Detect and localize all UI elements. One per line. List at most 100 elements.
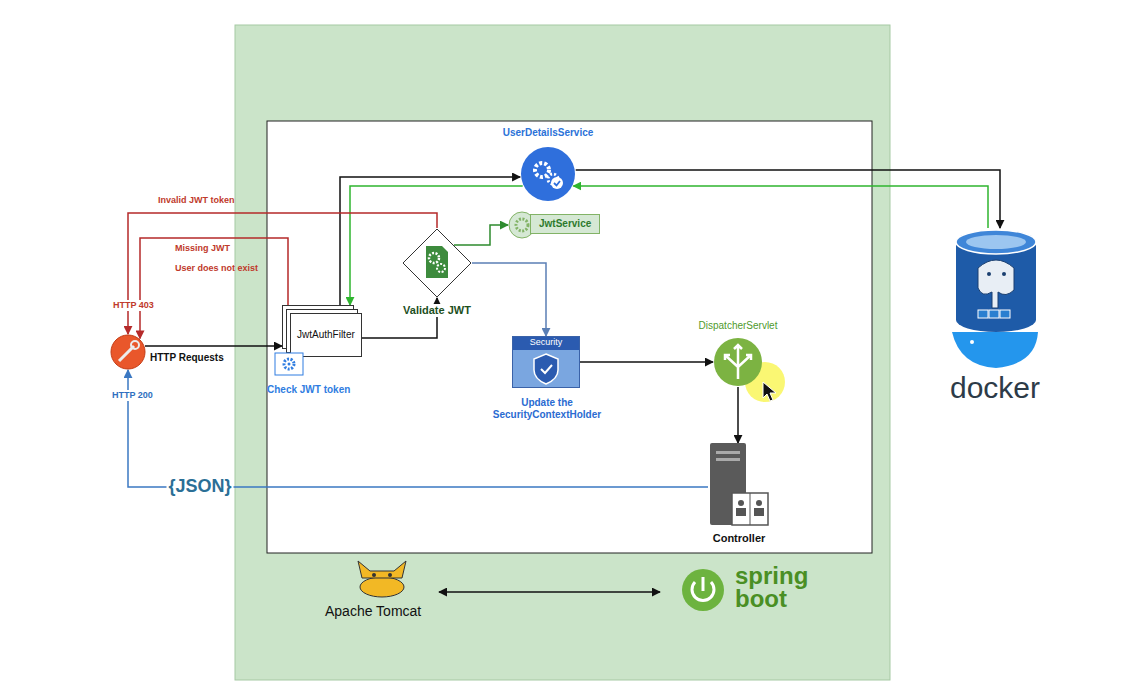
- database-icon-part: [1002, 272, 1006, 276]
- annotation-label: spring boot: [735, 565, 815, 611]
- node-label: Controller: [713, 532, 766, 545]
- server-icon-part: [732, 493, 768, 525]
- database-icon-part: [970, 340, 974, 344]
- connector: [573, 186, 988, 228]
- spring-logo-part: [702, 577, 705, 591]
- gear-icon: [275, 353, 305, 377]
- diagram-node: JwtService: [508, 211, 600, 234]
- connector: [737, 387, 739, 443]
- node-label: JwtAuthFilter: [297, 329, 355, 341]
- annotation-label: User does not exist: [175, 263, 258, 274]
- diagram-node: docker: [948, 228, 1043, 328]
- container-panel: [235, 25, 890, 680]
- diagram-node: Validate JWT: [402, 228, 472, 298]
- edge-label: Invalid JWT token: [158, 195, 235, 206]
- database-icon-part: [952, 332, 1038, 368]
- filter-box: JwtAuthFilter: [290, 313, 362, 357]
- service-icon-part: [554, 181, 560, 186]
- connector: [350, 186, 523, 305]
- diagram-node: DispatcherServlet: [713, 337, 763, 387]
- shield-icon: [513, 350, 579, 387]
- database-icon-part: [956, 230, 1036, 332]
- database-icon-part: [1000, 310, 1010, 318]
- router-icon-part: [714, 338, 762, 386]
- tomcat-logo-part: [372, 573, 376, 577]
- node-label: docker: [950, 370, 1040, 406]
- tomcat-logo-part: [388, 573, 392, 577]
- database-icon-part: [956, 230, 1036, 254]
- diagram-node: SecurityUpdate the SecurityContextHolder: [512, 336, 580, 388]
- node-caption: Update the SecurityContextHolder: [477, 397, 617, 421]
- server-icon-part: [716, 451, 740, 454]
- service-icon-part: [551, 177, 563, 189]
- database-icon-part: [989, 310, 999, 318]
- edge-label: {JSON}: [166, 476, 233, 498]
- server-icon: [708, 443, 770, 527]
- service-icon-part: [516, 219, 528, 231]
- service-icon: [520, 146, 576, 202]
- client-icon-part: [131, 341, 139, 349]
- decision-diamond: [402, 228, 472, 298]
- server-icon-part: [750, 493, 751, 525]
- connector: [145, 345, 282, 347]
- connector: [472, 263, 546, 336]
- router-icon: [713, 337, 763, 387]
- database-icon-part: [978, 310, 988, 318]
- service-icon-part: [521, 147, 575, 201]
- decision-diamond-part: [429, 253, 439, 263]
- spring-logo-part: [682, 569, 724, 611]
- diagram-node: Controller: [708, 443, 770, 527]
- edge-label: Missing JWT: [175, 243, 230, 254]
- decision-diamond-part: [426, 246, 448, 278]
- server-icon-part: [738, 500, 744, 506]
- connector: [580, 361, 713, 363]
- annotation-label: HTTP 403: [111, 300, 156, 311]
- security-header: Security: [513, 337, 579, 350]
- service-box: JwtService: [530, 214, 600, 234]
- connector: [140, 238, 288, 339]
- database-icon-part: [978, 260, 1014, 308]
- gear-icon-part: [275, 353, 303, 375]
- diagram-node: JwtAuthFilterCheck JWT token: [282, 305, 362, 357]
- node-label: JwtService: [539, 218, 591, 230]
- gear-icon-part: [284, 359, 294, 369]
- router-icon-part: [725, 345, 751, 379]
- node-label: DispatcherServlet: [699, 320, 778, 332]
- shield-icon-part: [541, 365, 552, 373]
- client-icon: [110, 334, 146, 370]
- connector: [454, 225, 508, 245]
- shield-icon-part: [534, 354, 558, 384]
- tomcat-logo-part: [358, 561, 406, 578]
- bidirectional-arrow: [439, 591, 660, 593]
- database-icon: [948, 228, 1043, 378]
- node-label: Security: [513, 337, 579, 348]
- annotation-label: HTTP 200: [110, 390, 155, 401]
- database-icon-part: [966, 235, 1026, 249]
- server-icon-part: [736, 508, 746, 516]
- server-icon-part: [754, 508, 764, 516]
- service-icon-part: [535, 163, 549, 177]
- decision-diamond-part: [437, 264, 445, 272]
- tomcat-logo: [358, 561, 406, 597]
- node-label: Validate JWT: [401, 304, 473, 317]
- server-icon-part: [756, 500, 762, 506]
- decision-diamond-part: [403, 229, 471, 297]
- spring-logo: [682, 569, 724, 611]
- server-icon-part: [716, 458, 740, 461]
- connector: [340, 177, 520, 305]
- node-label: HTTP Requests: [150, 352, 224, 364]
- client-icon-part: [111, 335, 145, 369]
- diagram-node: HTTP Requests: [110, 334, 146, 370]
- database-icon-part: [987, 272, 991, 276]
- diagram-node: UserDetailsService: [520, 146, 576, 202]
- connector: [576, 170, 1000, 228]
- connector: [128, 370, 708, 487]
- tomcat-logo-part: [360, 577, 404, 597]
- node-label: UserDetailsService: [503, 127, 594, 139]
- node-caption: Check JWT token: [267, 384, 350, 396]
- annotation-label: Apache Tomcat: [325, 603, 421, 620]
- cursor-highlight-part: [763, 382, 776, 401]
- gear-icon-part: [288, 363, 291, 366]
- server-icon-part: [710, 443, 746, 525]
